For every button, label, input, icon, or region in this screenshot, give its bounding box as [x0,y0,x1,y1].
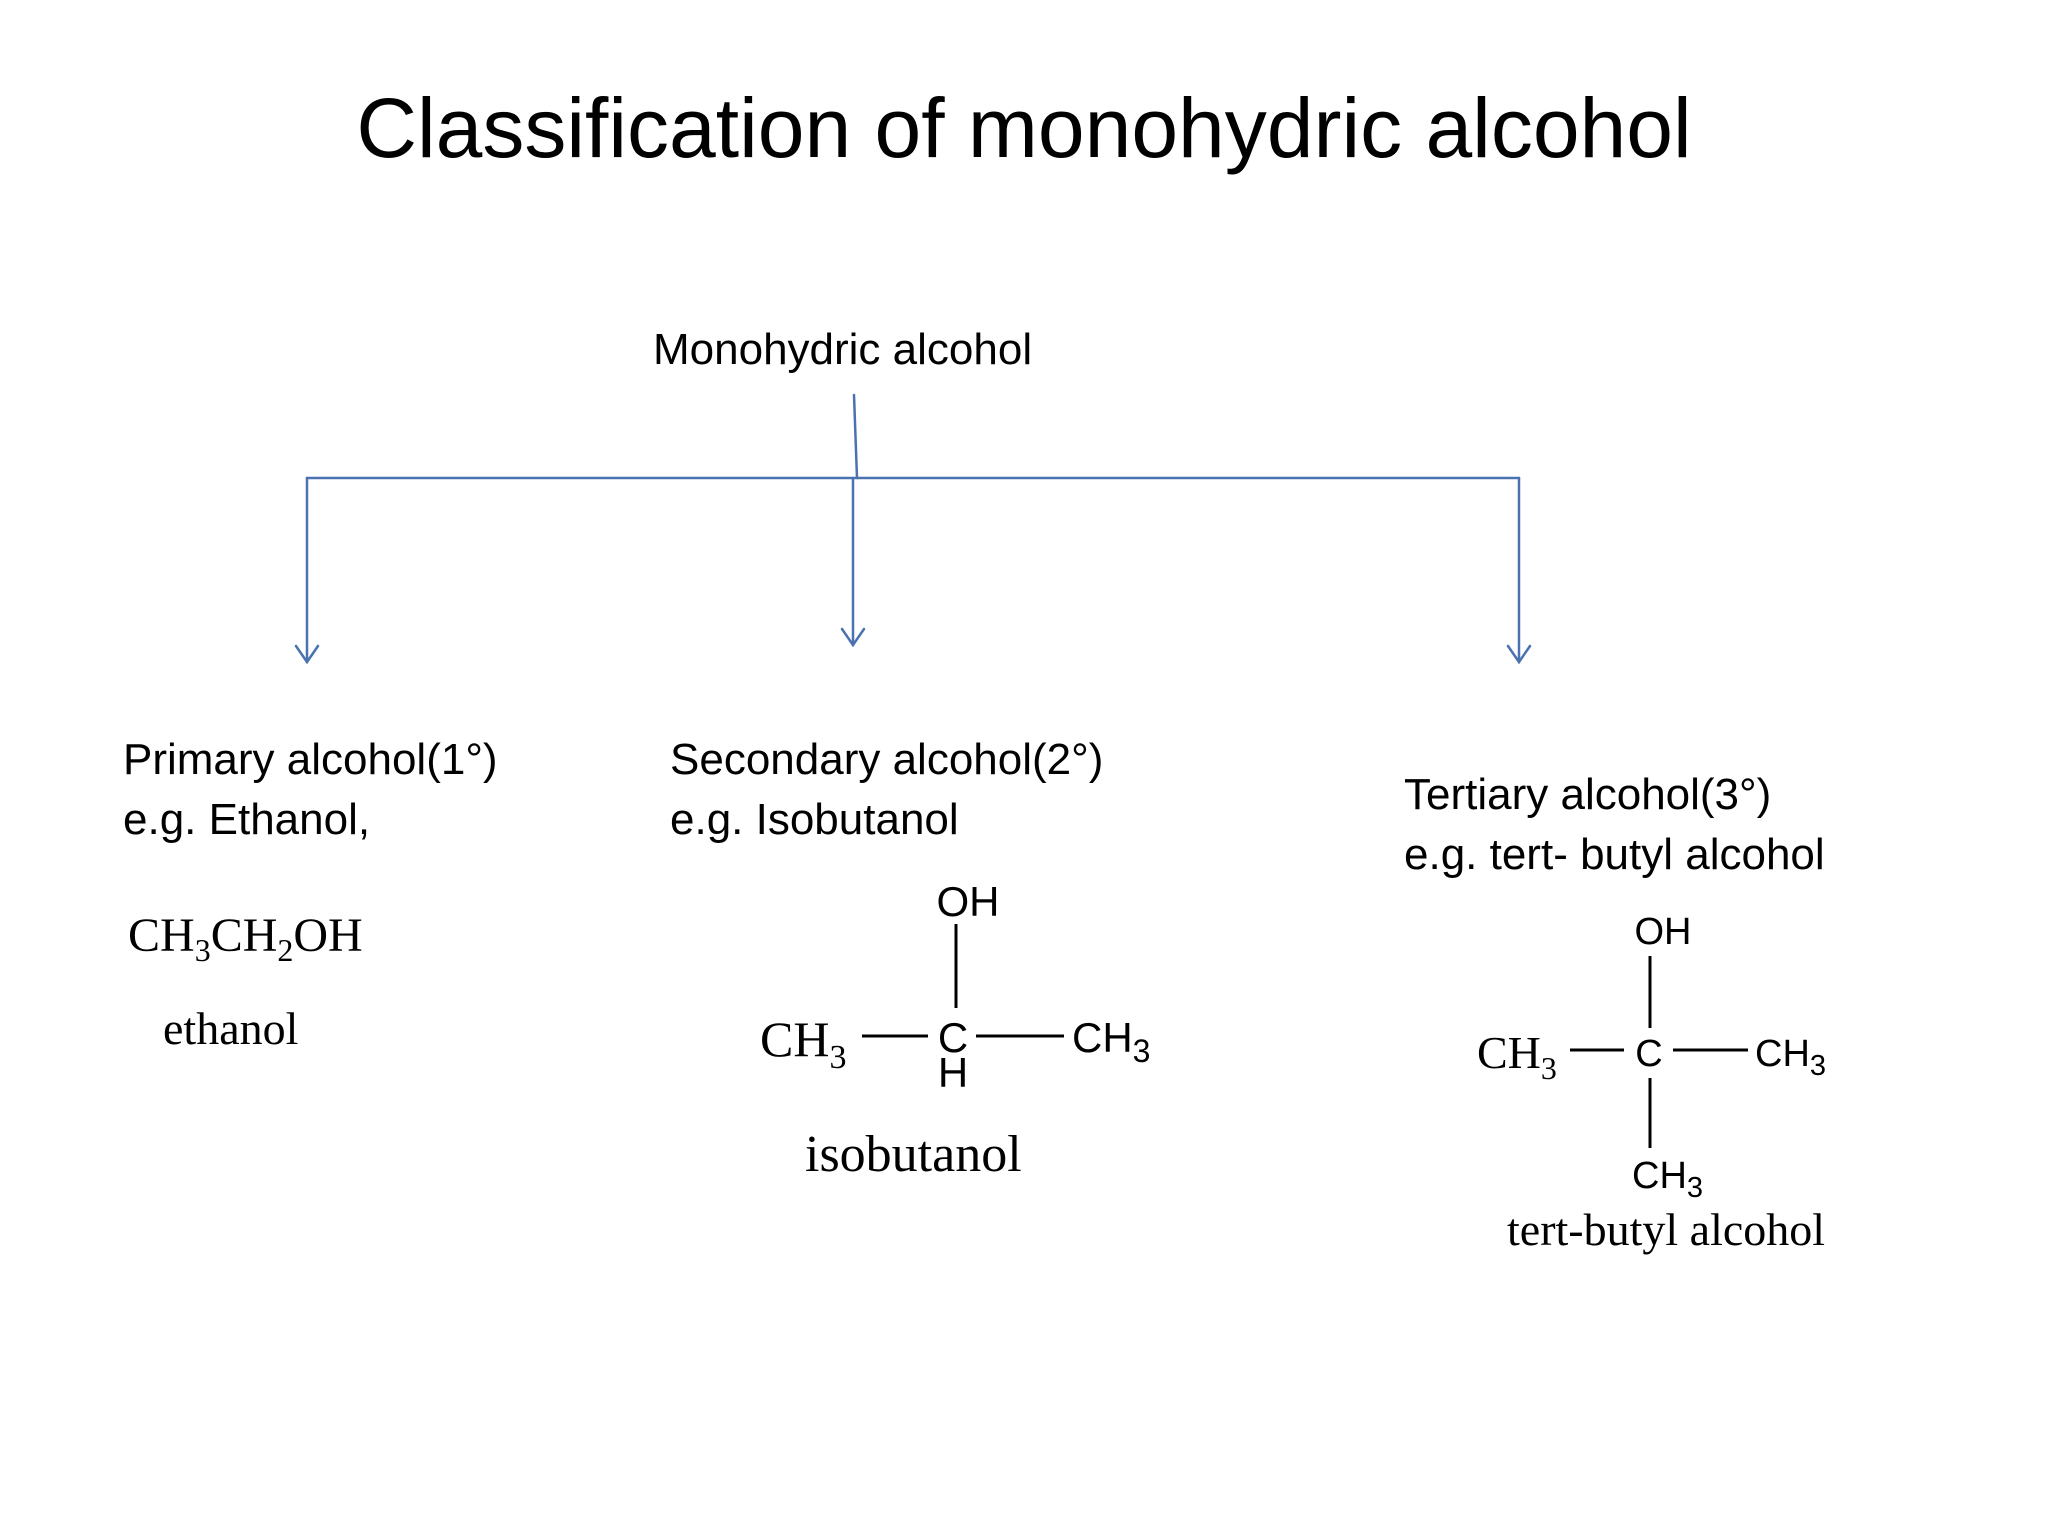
isobutanol-structure: OH CH3 C H CH3 [760,878,1150,1096]
primary-alcohol-title: Primary alcohol(1°) [123,735,498,784]
isobutanol-oh-group: OH [937,878,1000,925]
ethanol-formula: CH3CH2OH [128,909,363,968]
tert-butyl-center-carbon: C [1635,1033,1662,1075]
isobutanol-name: isobutanol [805,1126,1022,1183]
tert-butyl-alcohol-name: tert-butyl alcohol [1507,1204,1826,1255]
tree-connectors [294,393,1532,665]
tert-butyl-oh-group: OH [1635,911,1692,953]
primary-alcohol-example: e.g. Ethanol, [123,795,371,844]
secondary-arrow-head [840,627,866,648]
tert-butyl-right-ch3: CH3 [1755,1033,1826,1082]
tert-butyl-bottom-ch3: CH3 [1632,1155,1703,1204]
tertiary-alcohol-title: Tertiary alcohol(3°) [1404,770,1772,819]
isobutanol-center-carbon: C [938,1014,968,1061]
tertiary-arrow-head [1506,644,1532,665]
slide-title: Classification of monohydric alcohol [356,81,1692,175]
root-node-label: Monohydric alcohol [653,325,1033,374]
stem-connector [852,393,859,480]
isobutanol-right-ch3: CH3 [1072,1014,1150,1069]
tertiary-alcohol-label: Tertiary alcohol(3°) e.g. tert- butyl al… [1404,765,1825,885]
primary-arrow-head [294,644,320,665]
isobutanol-left-ch3: CH3 [760,1011,846,1076]
secondary-alcohol-label: Secondary alcohol(2°) e.g. Isobutanol [670,730,1103,850]
tert-butyl-structure: OH CH3 C CH3 CH3 [1477,911,1826,1204]
tertiary-alcohol-example: e.g. tert- butyl alcohol [1404,830,1825,879]
primary-alcohol-label: Primary alcohol(1°) e.g. Ethanol, [123,730,498,850]
tert-butyl-left-ch3: CH3 [1477,1027,1557,1086]
secondary-alcohol-title: Secondary alcohol(2°) [670,735,1104,784]
secondary-alcohol-example: e.g. Isobutanol [670,795,959,844]
isobutanol-hydrogen: H [938,1049,968,1096]
ethanol-name: ethanol [163,1003,299,1054]
